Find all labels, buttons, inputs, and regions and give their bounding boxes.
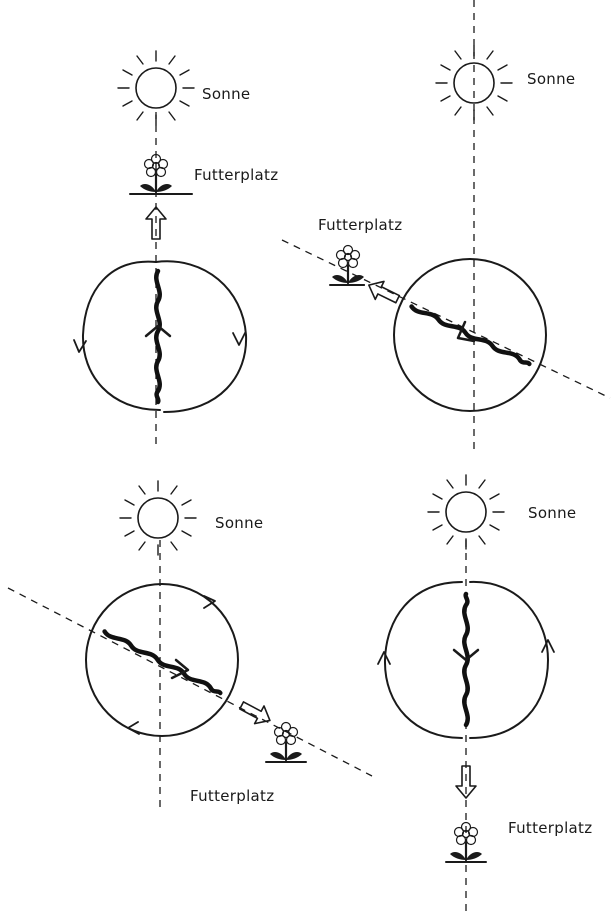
feeding-site-label: Futterplatz (190, 787, 274, 805)
panel-top-right: Sonne Futterplatz (282, 0, 610, 450)
sun-label: Sonne (528, 504, 576, 522)
flower-icon (332, 246, 364, 286)
dance-figure (378, 582, 554, 738)
panel-bottom-right: Sonne Futterplatz (378, 475, 592, 915)
feeding-site-label: Futterplatz (194, 166, 278, 184)
waggle-run (156, 271, 159, 402)
panel-bottom-left: Sonne Futterplatz (8, 481, 372, 810)
sun-label: Sonne (527, 70, 575, 88)
direction-arrow-icon (364, 276, 402, 308)
sun-icon (120, 481, 196, 555)
dance-figure (86, 584, 238, 736)
sun-label: Sonne (215, 514, 263, 532)
feeding-site-label: Futterplatz (318, 216, 402, 234)
dance-axis (8, 588, 372, 776)
flower-icon (270, 723, 302, 763)
waggle-run (104, 630, 221, 695)
panel-top-left: Sonne Futterplatz (74, 51, 278, 450)
loop-arrow-icon (233, 333, 245, 345)
feeding-site-label: Futterplatz (508, 819, 592, 837)
dance-figure (394, 259, 546, 411)
flower-icon (140, 155, 172, 195)
sun-label: Sonne (202, 85, 250, 103)
direction-arrow-icon (237, 697, 275, 730)
waggle-run (411, 305, 530, 366)
sun-icon (428, 475, 504, 549)
loop-arrow-icon (128, 722, 139, 734)
dance-figure (74, 261, 246, 412)
